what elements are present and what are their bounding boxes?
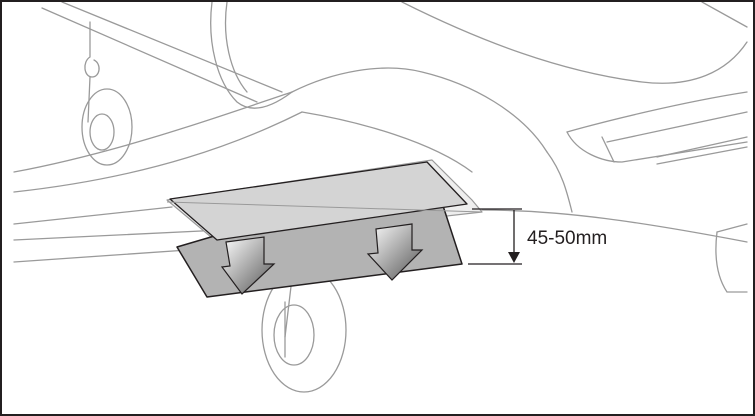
down-arrow-icon (366, 223, 424, 281)
down-arrow-icon (220, 236, 276, 295)
dimension-indicator (468, 208, 522, 265)
left-gear-wire (84, 21, 100, 78)
dimension-arrowhead (508, 252, 520, 263)
fuselage-outline (210, 2, 293, 109)
flap-top-plate (169, 161, 468, 241)
dimension-label: 45-50mm (527, 228, 608, 249)
stabilizer-outline (566, 91, 748, 133)
wing-left-outline (13, 91, 293, 173)
